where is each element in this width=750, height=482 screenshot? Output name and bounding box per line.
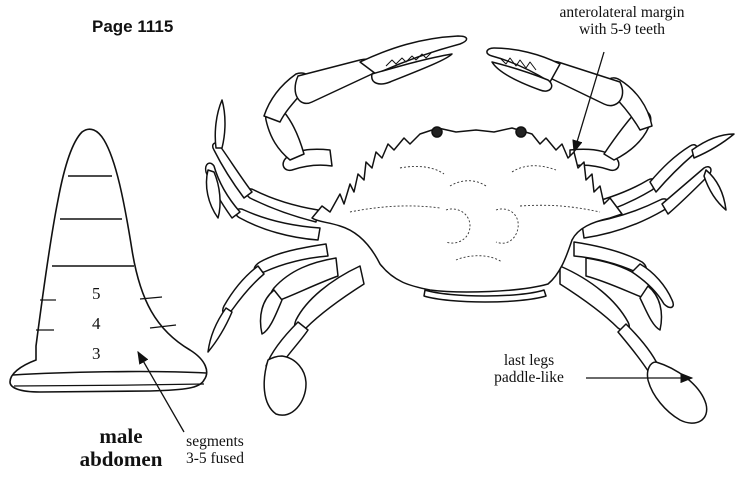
annotation-line: with 5-9 teeth (536, 21, 708, 38)
annotation-line: paddle-like (474, 369, 584, 386)
last-legs-annotation: last legs paddle-like (474, 352, 584, 387)
segment-number-5: 5 (92, 284, 101, 304)
segment-number-4: 4 (92, 314, 101, 334)
pointer-arrow-icon (138, 352, 184, 432)
segment-number-3: 3 (92, 344, 101, 364)
title-line: male (60, 425, 182, 448)
annotation-line: last legs (474, 352, 584, 369)
male-abdomen-title: male abdomen (60, 425, 182, 470)
male-abdomen-outline-icon (10, 129, 207, 392)
annotation-line: anterolateral margin (536, 4, 708, 21)
page-label: Page 1115 (92, 17, 173, 36)
anterolateral-margin-annotation: anterolateral margin with 5-9 teeth (536, 4, 708, 39)
title-line: abdomen (60, 448, 182, 471)
